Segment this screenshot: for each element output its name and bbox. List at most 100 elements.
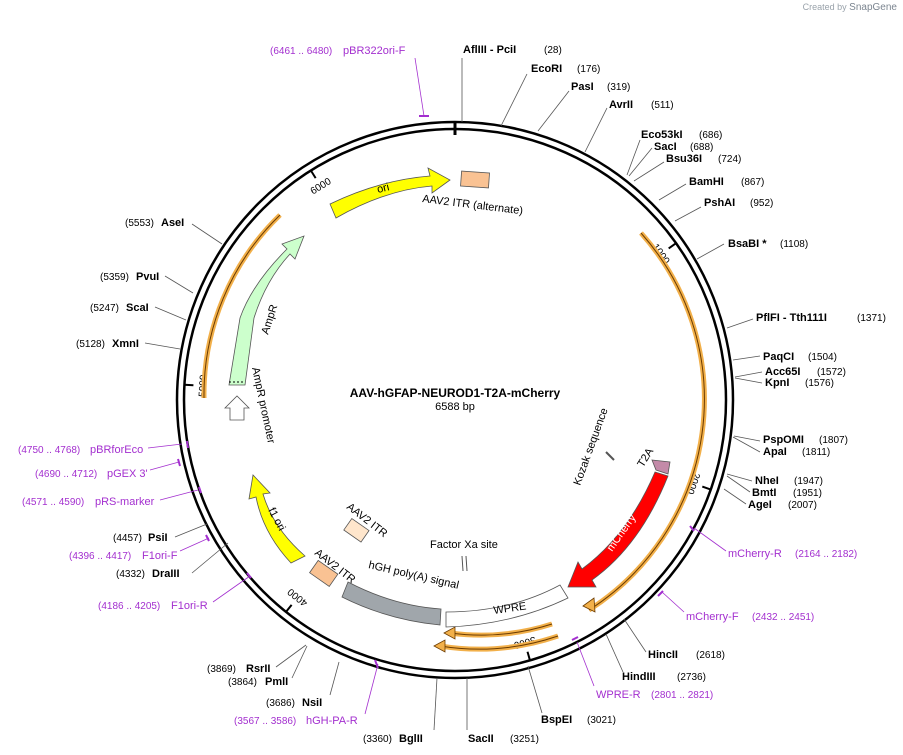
site-pshai[interactable]: PshAI (704, 197, 735, 209)
primer-mcherry-f[interactable]: mCherry-F (686, 611, 739, 623)
site-asei-pos: (5553) (125, 218, 154, 229)
site-leader-xmni (144, 342, 181, 350)
feature-wpre[interactable] (445, 584, 569, 628)
site-sacii-pos: (3251) (510, 734, 539, 745)
site-pmli-pos: (3864) (228, 677, 257, 688)
site-pvui[interactable]: PvuI (136, 271, 159, 283)
site-pflfi-tth111i[interactable]: PflFI - Tth111I (756, 312, 827, 324)
feature-ampr[interactable] (228, 235, 305, 386)
site-leader-bsu36i (633, 161, 665, 182)
site-leader-saci (628, 147, 653, 177)
site-bglii[interactable]: BglII (399, 733, 423, 745)
site-afliii-pcii-pos: (28) (544, 45, 562, 56)
site-bmti[interactable]: BmtI (752, 487, 776, 499)
primer-hgh-pa-r[interactable]: hGH-PA-R (306, 715, 358, 727)
feature-hgh-polya[interactable] (341, 581, 442, 626)
site-leader-bmti (726, 475, 751, 493)
backbone (175, 120, 735, 680)
site-afliii-pcii[interactable]: AflIII - PciI (463, 44, 516, 56)
feature-t2a[interactable] (651, 459, 671, 475)
site-eco53ki[interactable]: Eco53kI (641, 129, 683, 141)
tick-2000 (701, 485, 712, 491)
site-bsabi-pos: (1108) (780, 239, 808, 250)
site-bsu36i[interactable]: Bsu36I (666, 153, 702, 165)
feature-factor-xa-1[interactable] (461, 555, 464, 572)
primer-leader-pbr322ori-f (414, 57, 425, 117)
feature-ori[interactable] (329, 167, 451, 219)
site-pvui-pos: (5359) (100, 272, 129, 283)
site-leader-draiii (191, 542, 229, 574)
primer-mark-mcherry-r (689, 525, 695, 532)
site-scai[interactable]: ScaI (126, 302, 149, 314)
primer-f1ori-r-range: (4186 .. 4205) (98, 601, 160, 612)
snapgene-brand: Created by SnapGene (803, 2, 897, 13)
primer-mark-f1ori-r (246, 572, 252, 579)
primer-mark-f1ori-f (205, 534, 210, 542)
site-bamhi[interactable]: BamHI (689, 176, 724, 188)
site-pasi[interactable]: PasI (571, 81, 594, 93)
primer-mark-hgh-pa-r (374, 659, 379, 669)
site-psii[interactable]: PsiI (148, 532, 168, 544)
site-leader-bamhi (658, 183, 687, 201)
primer-prs-marker[interactable]: pRS-marker (95, 496, 155, 508)
site-pasi-pos: (319) (607, 82, 630, 93)
site-rsrii[interactable]: RsrII (246, 663, 270, 675)
feature-aav2-itr-alternate[interactable] (460, 170, 490, 189)
site-asei[interactable]: AseI (161, 217, 184, 229)
site-eco53ki-pos: (686) (699, 130, 722, 141)
primer-pbrforeco-range: (4750 .. 4768) (18, 445, 80, 456)
site-bspei[interactable]: BspEI (541, 714, 572, 726)
primer-f1ori-f[interactable]: F1ori-F (142, 550, 178, 562)
site-xmni[interactable]: XmnI (112, 338, 139, 350)
site-agei-pos: (2007) (788, 500, 817, 511)
feature-factor-xa-2[interactable] (465, 555, 468, 572)
primer-hgh-pa-r-range: (3567 .. 3586) (234, 716, 296, 727)
primer-leader-mcherry-r (693, 527, 727, 552)
site-avrii[interactable]: AvrII (609, 99, 633, 111)
site-nhei-pos: (1947) (794, 476, 823, 487)
orf-arc-bottom-2 (439, 633, 559, 652)
site-hincii[interactable]: HincII (648, 649, 678, 661)
feature-aav2-itr[interactable] (309, 559, 339, 587)
site-draiii[interactable]: DraIII (152, 568, 180, 580)
primer-mark-pgex-3 (177, 458, 181, 467)
feature-f1-ori[interactable] (248, 474, 306, 564)
feature-mcherry[interactable] (567, 471, 669, 588)
site-psppomi[interactable]: PspOMI (763, 434, 804, 446)
primer-pbrforeco[interactable]: pBRforEco (90, 444, 143, 456)
site-agei[interactable]: AgeI (748, 499, 772, 511)
primer-f1ori-r[interactable]: F1ori-R (171, 600, 208, 612)
site-nsii-pos: (3686) (266, 698, 295, 709)
site-sacii[interactable]: SacII (468, 733, 494, 745)
site-hindiii[interactable]: HindIII (622, 671, 656, 683)
site-acc65i-pos: (1572) (817, 367, 846, 378)
primer-pgex-3[interactable]: pGEX 3' (107, 468, 148, 480)
feature-ampr-promoter[interactable] (224, 395, 250, 421)
site-nsii[interactable]: NsiI (302, 697, 322, 709)
feature-ori-label: ori (376, 181, 391, 196)
site-acc65i[interactable]: Acc65I (765, 366, 800, 378)
site-kpni[interactable]: KpnI (765, 377, 789, 389)
feature-ampr-label: AmpR (259, 303, 280, 336)
site-ecori[interactable]: EcoRI (531, 63, 562, 75)
primer-wpre-r[interactable]: WPRE-R (596, 689, 641, 701)
site-leader-nhei (726, 473, 753, 482)
primer-mcherry-r[interactable]: mCherry-R (728, 548, 782, 560)
plasmid-name: AAV-hGFAP-NEUROD1-T2A-mCherry (350, 386, 561, 400)
primer-pbr322ori-f[interactable]: pBR322ori-F (343, 45, 406, 57)
site-leader-paqci (732, 355, 761, 361)
site-saci[interactable]: SacI (654, 141, 677, 153)
tick-6000 (310, 169, 317, 179)
site-bsabi[interactable]: BsaBI * (728, 238, 767, 250)
primer-leader-pgex-3 (149, 461, 180, 471)
orf-arc-left-core (203, 214, 281, 399)
site-apai[interactable]: ApaI (763, 446, 787, 458)
site-pmli[interactable]: PmlI (265, 676, 288, 688)
tick-3000 (526, 651, 531, 661)
site-nhei[interactable]: NheI (755, 475, 779, 487)
site-paqci[interactable]: PaqCI (763, 351, 794, 363)
feature-aav2-itr-inner[interactable] (343, 517, 370, 543)
feature-kozak[interactable] (605, 451, 615, 461)
feature-hgh-polya-label: hGH poly(A) signal (367, 559, 460, 591)
site-leader-nsii (329, 661, 340, 696)
